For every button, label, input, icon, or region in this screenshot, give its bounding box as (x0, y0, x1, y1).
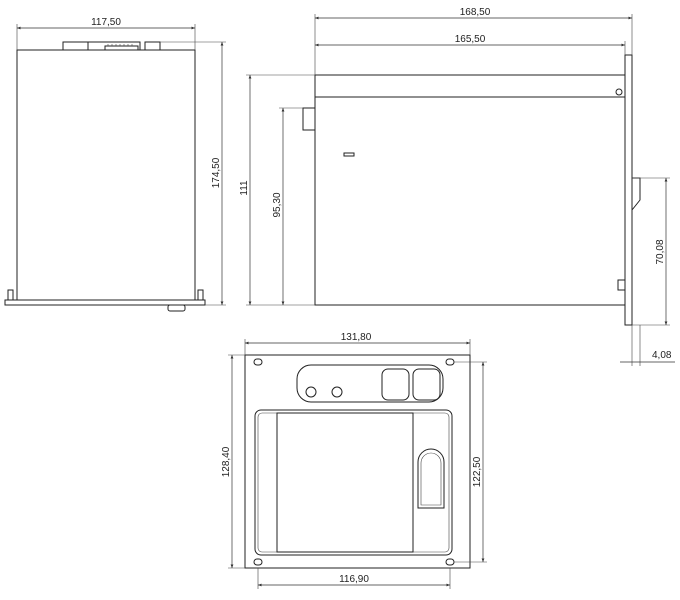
front-view: 131,80 128,40 122,50 116,90 (221, 332, 487, 589)
side-panel-thickness-dim: 4,08 (652, 350, 672, 361)
side-bracket-dim: 70,08 (655, 239, 666, 264)
top-height-dim: 174,50 (211, 157, 222, 188)
top-view: 117,50 174,50 (4, 17, 226, 312)
side-body-length-dim: 165,50 (455, 34, 486, 45)
side-view: 168,50 165,50 111 95,30 70,08 4,08 (239, 7, 675, 366)
front-height-dim: 128,40 (221, 446, 232, 477)
side-inner-height-dim: 95,30 (272, 192, 283, 217)
front-hole-vertical-dim: 122,50 (472, 456, 483, 487)
side-height-dim: 111 (239, 180, 250, 196)
front-hole-horizontal-dim: 116,90 (339, 574, 369, 585)
front-width-dim: 131,80 (341, 332, 372, 343)
side-overall-length-dim: 168,50 (460, 7, 491, 18)
top-width-dim: 117,50 (91, 17, 121, 28)
mounting-holes (253, 358, 455, 566)
